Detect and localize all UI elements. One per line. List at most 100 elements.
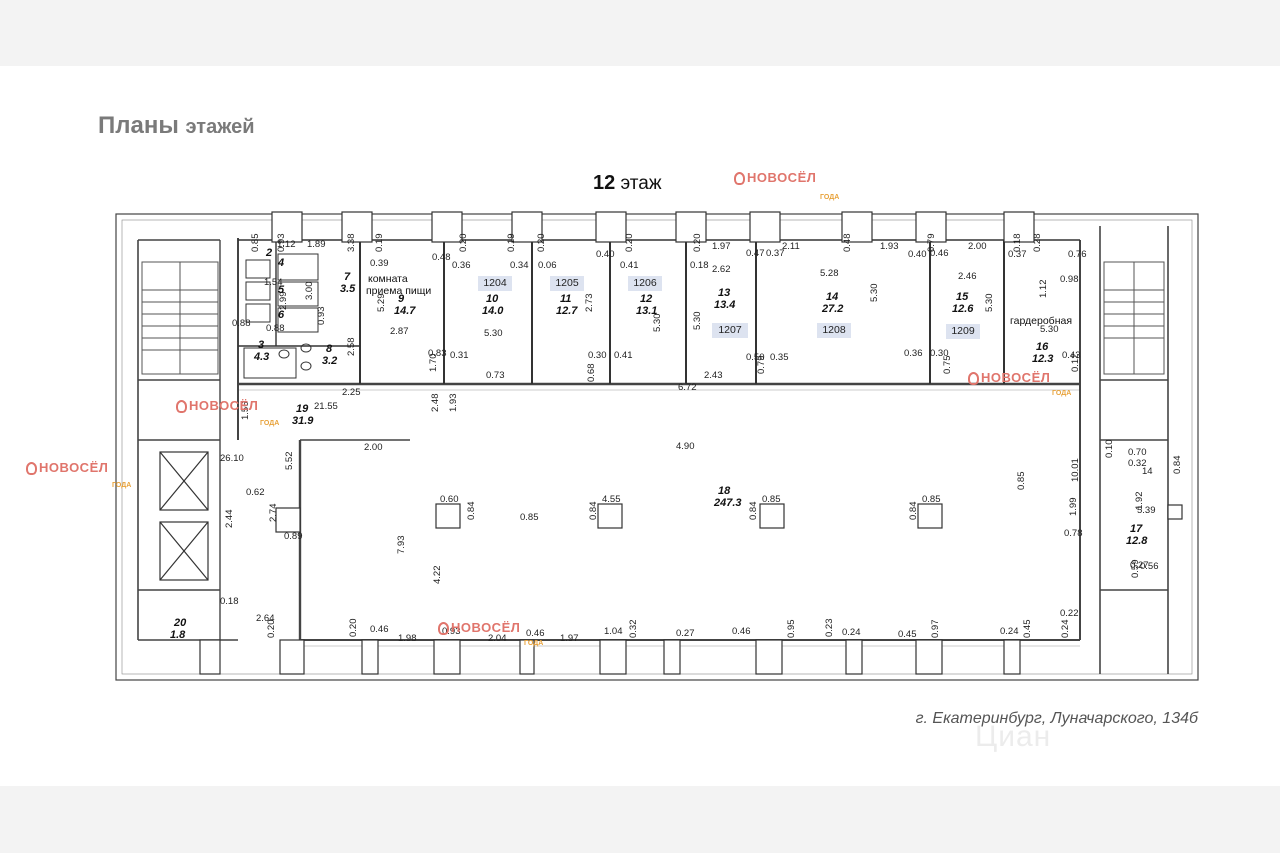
dimension-label: 0.32	[1128, 458, 1147, 469]
room-area: 1.8	[170, 629, 186, 641]
dimension-label: 2.04	[488, 633, 507, 644]
floor-number: 12	[593, 172, 616, 194]
cloakroom-label: гардеробная	[1010, 315, 1072, 327]
dimension-label: 5.39	[1137, 505, 1156, 516]
dimension-label: 0.30	[588, 350, 607, 361]
dimension-label: 2.43	[704, 370, 723, 381]
watermark-brand: НОВОСЁЛ	[747, 170, 817, 185]
room-number: 20	[173, 617, 187, 629]
dimension-label: 0.06	[538, 260, 557, 271]
dimension-label: 2.00	[968, 241, 987, 252]
dimension-label: 0.78	[1064, 528, 1083, 539]
dimension-label: 1.93	[448, 394, 459, 413]
dimension-label: 4.90	[676, 441, 695, 452]
dimension-label: 1.97	[712, 241, 731, 252]
room-area: 13.1	[636, 305, 657, 317]
dimension-label: 0.79	[756, 356, 767, 375]
dimension-label: 2.99	[278, 292, 289, 311]
dimension-label: 0.20	[458, 234, 469, 253]
dimension-label: 3.38	[346, 234, 357, 253]
dimension-label: 0.83	[428, 348, 447, 359]
kitchen-label-2: приема пищи	[366, 285, 431, 297]
room-number: 13	[718, 287, 730, 299]
watermark-god-midleft: ГОДА	[260, 420, 280, 427]
dimension-label: 0.46	[732, 626, 751, 637]
dimension-label: 0.40	[908, 249, 927, 260]
dimension-label: 0.34	[510, 260, 529, 271]
dimension-label: 0.50	[746, 352, 765, 363]
dimension-label: 1.54	[264, 277, 283, 288]
dimension-label: 1.98	[398, 633, 417, 644]
dimension-label: 5.30	[652, 314, 663, 333]
dimension-label: 2.46	[958, 271, 977, 282]
dimension-label: 0.88	[232, 318, 251, 329]
room-number: 16	[1036, 341, 1049, 353]
toilet-stalls	[243, 253, 319, 379]
room-number: 12	[640, 293, 652, 305]
watermark-top: НОВОСЁЛ	[734, 170, 816, 185]
dimension-label: 5.30	[984, 294, 995, 313]
dimension-label: 0.68	[586, 364, 597, 383]
watermark-brand: НОВОСЁЛ	[981, 370, 1051, 385]
watermark-brand: НОВОСЁЛ	[39, 460, 109, 475]
dimension-label: 26.10	[220, 453, 244, 464]
dimension-label: 2.25	[342, 387, 361, 398]
dimension-label: 0.30	[930, 348, 949, 359]
dimension-label: 0.84	[748, 502, 759, 521]
room-number: 6	[278, 309, 285, 321]
room-number: 18	[718, 485, 731, 497]
watermark-god-top: ГОДА	[820, 194, 840, 201]
watermark-god-bottom: ГОДА	[524, 640, 544, 647]
dimension-label: 4.22	[432, 566, 443, 585]
dimension-label: 0.27	[1130, 560, 1149, 571]
dimension-label: 0.28	[1032, 234, 1043, 253]
dimension-label: 2.74	[268, 504, 279, 523]
dimension-label: 0.40	[596, 249, 615, 260]
dimension-label: 0.85	[250, 234, 261, 253]
dimension-label: 1.12	[277, 239, 296, 250]
dimension-label: 0.46	[370, 624, 389, 635]
office-tag-1209: 1209	[946, 324, 980, 339]
columns	[275, 503, 1183, 533]
dimension-label: 0.95	[786, 620, 797, 639]
dimension-label: 0.22	[1060, 608, 1079, 619]
dimension-label: 0.24	[842, 627, 861, 638]
dimension-label: 0.20	[266, 620, 277, 639]
dimension-label: 0.70	[1128, 447, 1147, 458]
room-area: 12.8	[1126, 535, 1148, 547]
dimension-label: 2.58	[346, 338, 357, 357]
dimension-label: 0.20	[624, 234, 635, 253]
watermark-mid-left: НОВОСЁЛ	[176, 398, 258, 413]
room-number: 4	[277, 257, 284, 269]
dimension-label: 2.44	[224, 510, 235, 529]
top-window-piers	[271, 211, 1035, 243]
dimension-label: 0.32	[628, 620, 639, 639]
room-area: 4.3	[253, 351, 269, 363]
dimension-label: 5.29	[376, 294, 387, 313]
kitchen-label-1: комната	[368, 273, 408, 285]
room-number: 10	[486, 293, 499, 305]
dimension-label: 1.89	[307, 239, 326, 250]
dimension-label: 0.39	[370, 258, 389, 269]
outer-walls	[115, 213, 1199, 681]
dimension-label: 0.47	[746, 248, 765, 259]
dimension-label: 0.35	[770, 352, 789, 363]
dimension-label: 0.84	[588, 502, 599, 521]
dimension-label: 3.00	[304, 282, 315, 301]
left-staircase	[141, 261, 219, 375]
room-area: 3.2	[322, 355, 337, 367]
dimension-label: 0.23	[824, 619, 835, 638]
bottom-band	[0, 786, 1280, 853]
dimension-label: 7.93	[396, 536, 407, 555]
floor-word: этаж	[620, 173, 662, 194]
dimension-label: 2.62	[712, 264, 731, 275]
page-heading: Планы этажей	[98, 112, 255, 140]
dimension-label: 0.85	[1016, 472, 1027, 491]
heading-small: этажей	[185, 116, 255, 138]
dimension-label: 0.18	[690, 260, 709, 271]
room-area: 12.7	[556, 305, 578, 317]
room-area: 14.0	[482, 305, 504, 317]
dimension-label: 0.97	[930, 620, 941, 639]
